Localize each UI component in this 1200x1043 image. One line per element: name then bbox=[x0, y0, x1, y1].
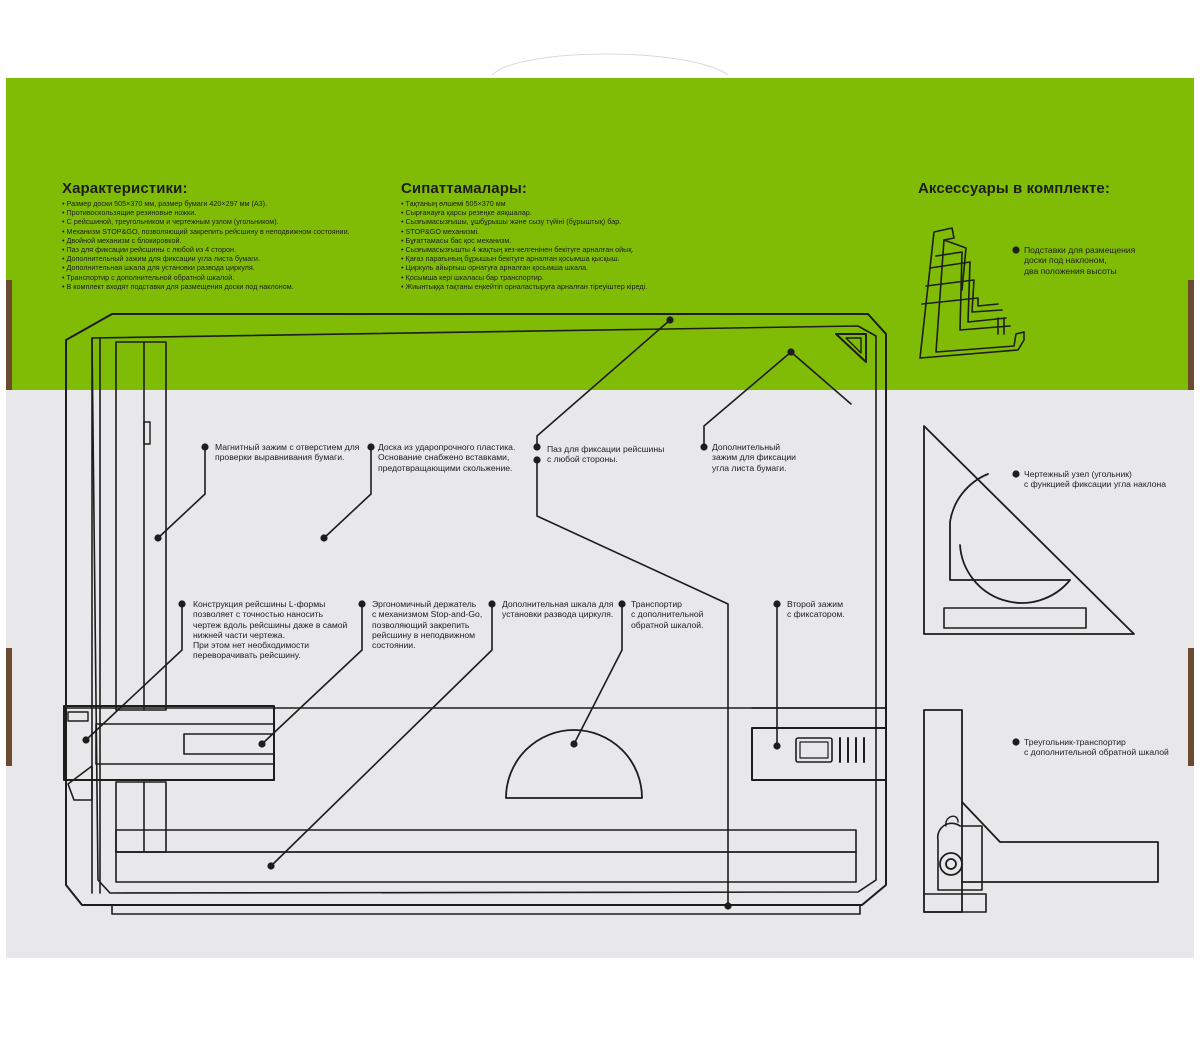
characteristics-item: Паз для фиксации рейсшины с любой из 4 с… bbox=[62, 245, 350, 254]
board-outline bbox=[65, 313, 887, 915]
accessories-heading: Аксессуары в комплекте: bbox=[918, 180, 1110, 197]
characteristics-item: Дополнительная шкала для установки разво… bbox=[62, 263, 350, 272]
callout-dots bbox=[82, 246, 1020, 910]
corner-clamp bbox=[835, 333, 867, 363]
sipattamalary-item: Сызғымасызғышты 4 жақтың кез-келгенінен … bbox=[401, 245, 647, 254]
drafting-head-callout: Чертежный узел (угольник) с функцией фик… bbox=[1024, 469, 1167, 490]
characteristics-item: Двойной механизм с блокировкой. bbox=[62, 236, 350, 245]
characteristics-item: Противоскользящие резиновые ножки. bbox=[62, 208, 350, 217]
l-ruler-callout: Конструкция рейсшины L-формы позволяет с… bbox=[193, 599, 348, 661]
characteristics-item: С рейсшиной, треугольником и чертежным у… bbox=[62, 217, 350, 226]
sipattamalary-item: STOP&GO механизмі. bbox=[401, 227, 647, 236]
l-ruler-vertical-arm bbox=[115, 341, 167, 853]
sipattamalary-item: Бұғаттамасы бас қос механизм. bbox=[401, 236, 647, 245]
sipattamalary-item: Сызғымасызғышы, ұшбұрышы және сызу түйін… bbox=[401, 217, 647, 226]
grey-bottom-panel bbox=[6, 390, 1194, 958]
sipattamalary-item: Циркуль айырғыш орнатуға арналған қосымш… bbox=[401, 263, 647, 272]
triangle-callout: Треугольник-транспортир с дополнительной… bbox=[1024, 737, 1169, 758]
board-callout: Доска из ударопрочного пластика. Основан… bbox=[378, 442, 516, 473]
triangle-protractor-accessory bbox=[923, 709, 1159, 913]
scale-callout: Дополнительная шкала для установки разво… bbox=[502, 599, 614, 620]
second-clamp-callout: Второй зажим с фиксатором. bbox=[787, 599, 845, 620]
sipattamalary-item: Жиынтыққа тақтаны еңкейтіп орналастыруға… bbox=[401, 282, 648, 291]
characteristics-list: Размер доски 505×370 мм, размер бумаги 4… bbox=[62, 199, 350, 291]
characteristics-item: В комплект входят подставки для размещен… bbox=[62, 282, 350, 291]
leader-lines bbox=[85, 319, 852, 907]
corner-clamp-callout: Дополнительный зажим для фиксации угла л… bbox=[712, 442, 796, 473]
right-edge-strip-bottom bbox=[1188, 648, 1194, 766]
sipattamalary-item: Сырғанауға қарсы резеңке аяқшалар. bbox=[401, 208, 647, 217]
board-protractor bbox=[505, 729, 643, 799]
holder-callout: Эргономичный держатель с механизмом Stop… bbox=[372, 599, 483, 651]
right-holder bbox=[751, 707, 887, 781]
left-holder bbox=[63, 705, 887, 801]
sipattamalary-item: Қосымша кері шкаласы бар транспортир. bbox=[401, 273, 647, 282]
drafting-head-accessory bbox=[923, 425, 1135, 635]
slot-callout: Паз для фиксации рейсшины с любой сторон… bbox=[547, 444, 665, 465]
carry-handle bbox=[486, 53, 734, 86]
left-edge-strip-bottom bbox=[6, 648, 12, 766]
protractor-callout: Транспортир с дополнительной обратной шк… bbox=[631, 599, 704, 630]
right-edge-strip-top bbox=[1188, 280, 1194, 390]
characteristics-item: Транспортир с дополнительной обратной шк… bbox=[62, 273, 350, 282]
sipattamalary-heading: Сипаттамалары: bbox=[401, 180, 527, 197]
sipattamalary-item: Қағаз парағының бұрышын бекітуге арналға… bbox=[401, 254, 647, 263]
characteristics-item: Механизм STOP&GO, позволяющий закрепить … bbox=[62, 227, 350, 236]
characteristics-item: Дополнительный зажим для фиксации угла л… bbox=[62, 254, 350, 263]
stand-accessory bbox=[919, 227, 1025, 359]
sipattamalary-item: Тақтаның өлшемі 505×370 мм bbox=[401, 199, 647, 208]
stand-callout: Подставки для размещения доски под накло… bbox=[1024, 245, 1136, 276]
characteristics-item: Размер доски 505×370 мм, размер бумаги 4… bbox=[62, 199, 350, 208]
magnetic-clamp-callout: Магнитный зажим с отверстием для проверк… bbox=[215, 442, 360, 463]
left-edge-strip-top bbox=[6, 280, 12, 390]
sipattamalary-list: Тақтаның өлшемі 505×370 ммСырғанауға қар… bbox=[401, 199, 648, 291]
characteristics-heading: Характеристики: bbox=[62, 180, 188, 197]
l-ruler-horizontal-bar bbox=[115, 829, 857, 883]
